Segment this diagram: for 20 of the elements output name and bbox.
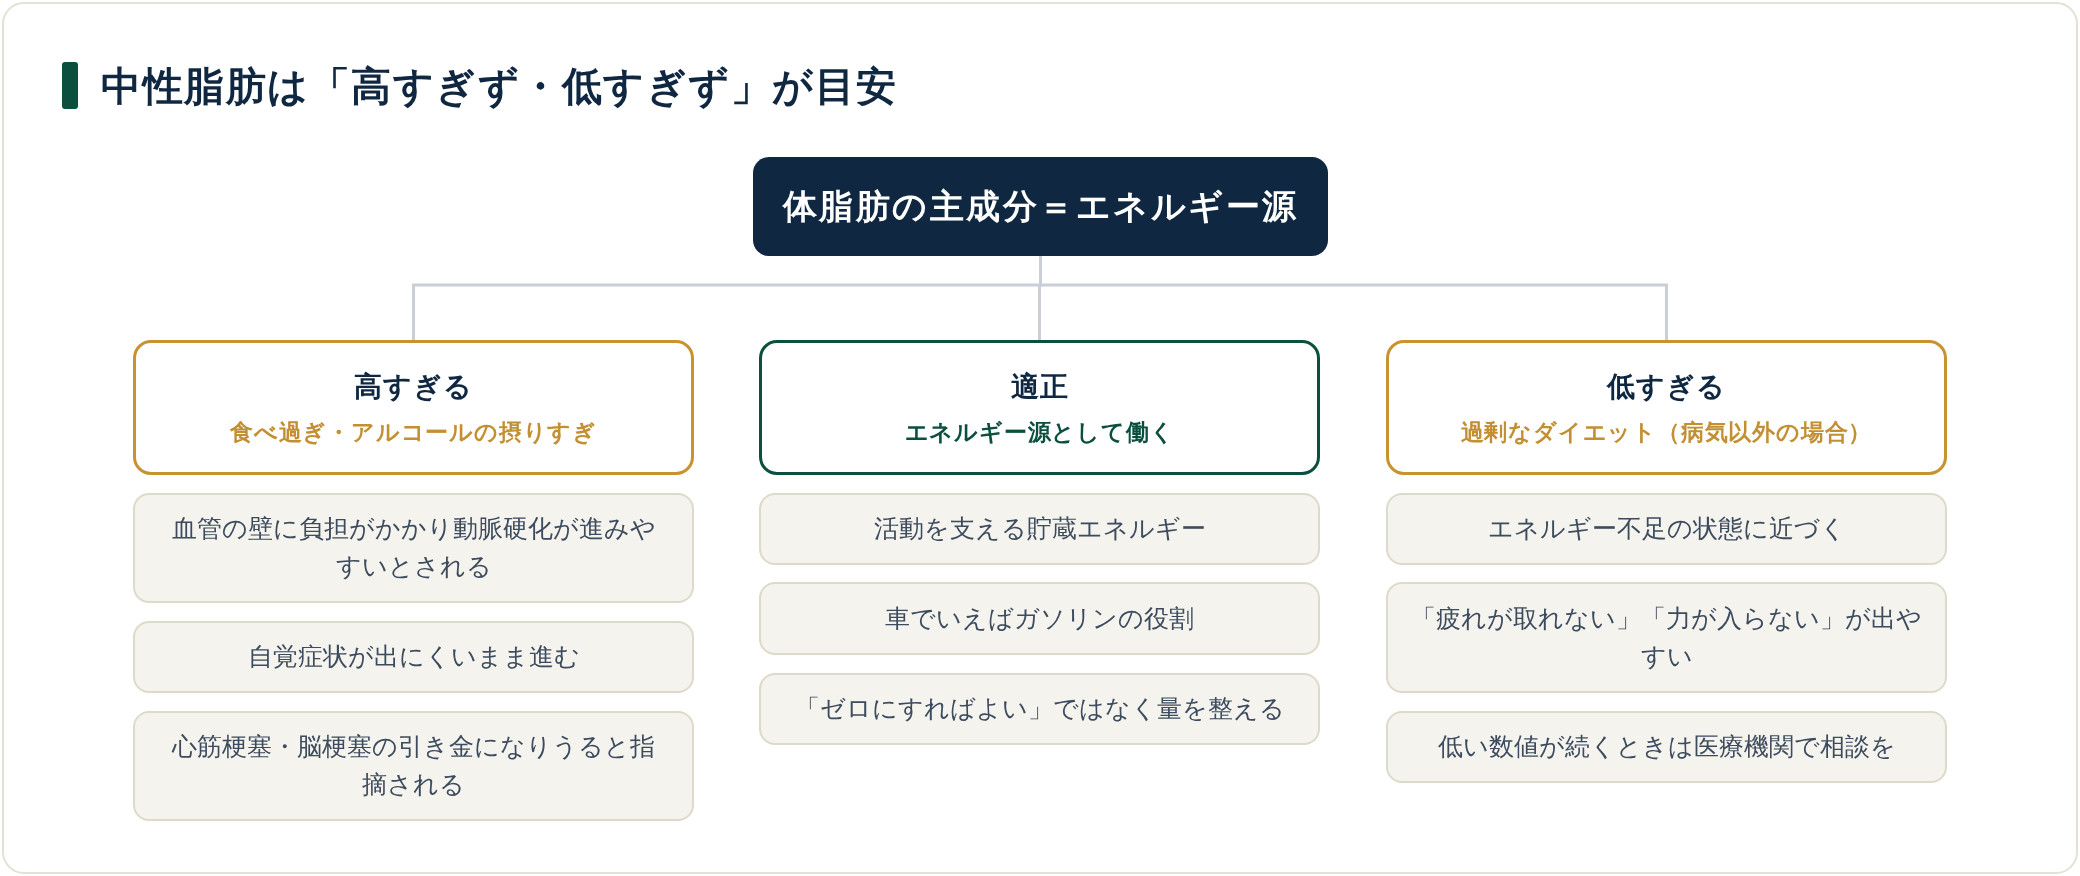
category-box <box>1386 340 1947 475</box>
category-heading: 高すぎる <box>354 368 473 405</box>
note-box: 「疲れが取れない」「力が入らない」が出やすい <box>1386 582 1947 693</box>
category-heading: 適正 <box>1010 368 1069 405</box>
category-subtitle: 食べ過ぎ・アルコールの摂りすぎ <box>230 417 597 447</box>
note-box: 自覚症状が出にくいまま進む <box>133 621 694 693</box>
category-box <box>133 340 694 475</box>
note-box: エネルギー不足の状態に近づく <box>1386 493 1947 565</box>
category-heading: 低すぎる <box>1607 368 1726 405</box>
note-box: 「ゼロにすればよい」ではなく量を整える <box>759 673 1320 745</box>
category-subtitle: 過剰なダイエット（病気以外の場合） <box>1460 417 1873 447</box>
note-box: 低い数値が続くときは医療機関で相談を <box>1386 711 1947 783</box>
note-box: 心筋梗塞・脳梗塞の引き金になりうると指摘される <box>133 711 694 821</box>
note-box: 活動を支える貯蔵エネルギー <box>759 493 1320 565</box>
topic-box: 体脂肪の主成分＝エネルギー源 <box>753 157 1328 256</box>
category-box <box>759 340 1320 475</box>
note-box: 車でいえばガソリンの役割 <box>759 582 1320 655</box>
note-box: 血管の壁に負担がかかり動脈硬化が進みやすいとされる <box>133 493 694 603</box>
title: 中性脂肪は「高すぎず・低すぎず」が目安 <box>101 62 898 111</box>
category-subtitle: エネルギー源として働く <box>904 417 1175 447</box>
